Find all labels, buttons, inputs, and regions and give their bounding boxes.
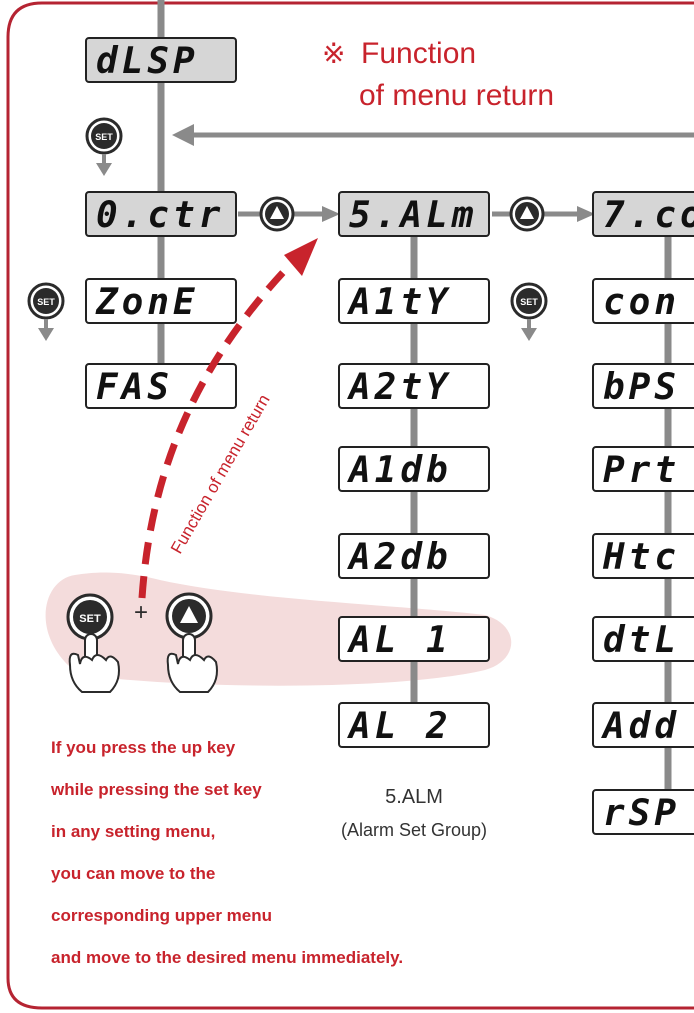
display-menu-item: AL 2 [338,702,490,748]
connector-2-3-arrowhead [577,206,595,222]
display-menu-item: Add [592,702,694,748]
connector-1-2-arrowhead [322,206,340,222]
display-text: ZonE [95,282,199,323]
display-frame [592,616,694,662]
display-group-header: 7.co [592,191,694,237]
display-text: Htc [602,537,680,578]
plus-sign: + [134,599,148,626]
up-button-icon [509,196,545,232]
down-arrow-head [38,328,54,341]
set-button-label: SET [79,613,101,625]
up-button-icon [259,196,295,232]
display-frame [338,363,490,409]
display-frame [592,533,694,579]
display-text: AL 1 [347,620,452,661]
display-menu-item: AL 1 [338,616,490,662]
display-text: 5.ALm [349,195,477,236]
title-mark: ※ [322,38,345,69]
display-frame [85,191,237,237]
display-menu-item: rSP [592,789,694,835]
menu-return-arrowhead [172,124,194,146]
down-arrow-head [521,328,537,341]
display-text: 7.co [603,195,694,236]
pointing-hand-icon [166,633,218,693]
set-button-label: SET [37,297,55,307]
display-text: con [603,282,680,323]
display-text: 0.ctr [96,195,224,236]
display-text: A2tY [347,367,452,408]
display-frame [338,533,490,579]
display-frame [338,278,490,324]
set-button-icon: SET [66,593,114,641]
display-menu-item: A2tY [338,363,490,409]
display-menu-item: Htc [592,533,694,579]
note-line: you can move to the [51,864,215,883]
display-frame [338,446,490,492]
display-frame [338,616,490,662]
display-frame [85,278,237,324]
set-button-icon: SET [27,282,65,320]
display-top-group: dLSP [85,37,237,83]
display-group-header: 5.ALm [338,191,490,237]
display-text: dLSP [96,41,199,82]
display-group-header: 0.ctr [85,191,237,237]
title-line2: of menu return [359,79,554,112]
display-frame [85,37,237,83]
note-line: and move to the desired menu immediately… [51,948,403,967]
display-menu-item: A2db [338,533,490,579]
frame-border [6,1,694,1010]
display-frame [338,702,490,748]
set-button-icon: SET [85,117,123,155]
pointing-hand-icon [68,633,120,693]
display-menu-item: dtL [592,616,694,662]
display-menu-item: Prt [592,446,694,492]
display-menu-item: ZonE [85,278,237,324]
display-text: dtL [603,620,680,661]
display-frame [592,702,694,748]
display-text: rSP [603,793,680,834]
display-frame [592,278,694,324]
display-menu-item: con [592,278,694,324]
display-menu-item: A1db [338,446,490,492]
display-text: Add [601,706,680,747]
display-frame [592,363,694,409]
display-text: A1tY [347,282,452,323]
display-menu-item: bPS [592,363,694,409]
display-frame [592,446,694,492]
set-button-label: SET [520,297,538,307]
up-button-icon [165,592,213,640]
display-text: FAS [96,367,173,408]
display-text: AL 2 [347,706,452,747]
display-text: bPS [603,367,680,408]
set-button-icon: SET [510,282,548,320]
note-line: corresponding upper menu [51,906,272,925]
note-line: If you press the up key [51,738,236,757]
display-frame [592,191,694,237]
display-text: A1db [347,450,452,491]
title-line1: Function [361,37,476,70]
display-frame [338,191,490,237]
menu-return-dashed-arrowhead [284,238,318,276]
group-caption-code: 5.ALM [385,786,443,808]
display-frame [592,789,694,835]
set-button-label: SET [95,132,113,142]
display-text: Prt [603,450,680,491]
display-text: A2db [347,537,452,578]
note-line: in any setting menu, [51,822,215,841]
note-line: while pressing the set key [50,780,262,799]
menu-return-dashed-arrow [138,262,293,599]
group-caption-name: (Alarm Set Group) [341,820,487,840]
display-menu-item: A1tY [338,278,490,324]
down-arrow-head [96,163,112,176]
